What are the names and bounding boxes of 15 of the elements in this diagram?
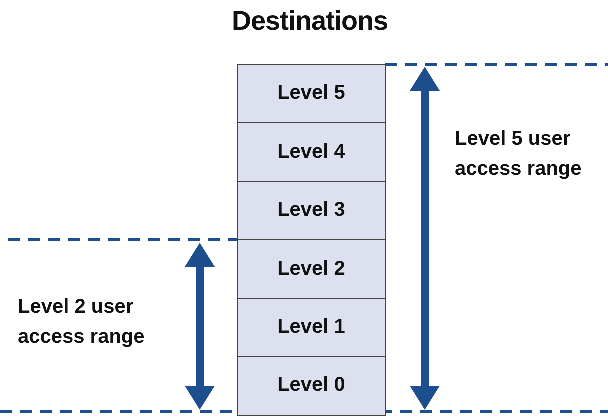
level-box	[237, 180, 386, 241]
level-label: Level 1	[278, 316, 346, 340]
diagram-title: Destinations	[230, 6, 390, 37]
level-label: Level 2	[278, 258, 346, 281]
range-label: Level 2 user access range	[18, 295, 146, 350]
level-box	[237, 298, 386, 358]
range-label: Level 5 user access range	[455, 127, 583, 182]
level-label: Level 4	[278, 140, 346, 164]
level-box	[237, 356, 386, 416]
level-label: Level 5	[278, 82, 346, 106]
level-label: Level 0	[278, 374, 346, 398]
level-box	[237, 239, 386, 300]
level-box	[237, 64, 386, 124]
level-label: Level 3	[278, 199, 346, 222]
level-box	[237, 122, 386, 182]
